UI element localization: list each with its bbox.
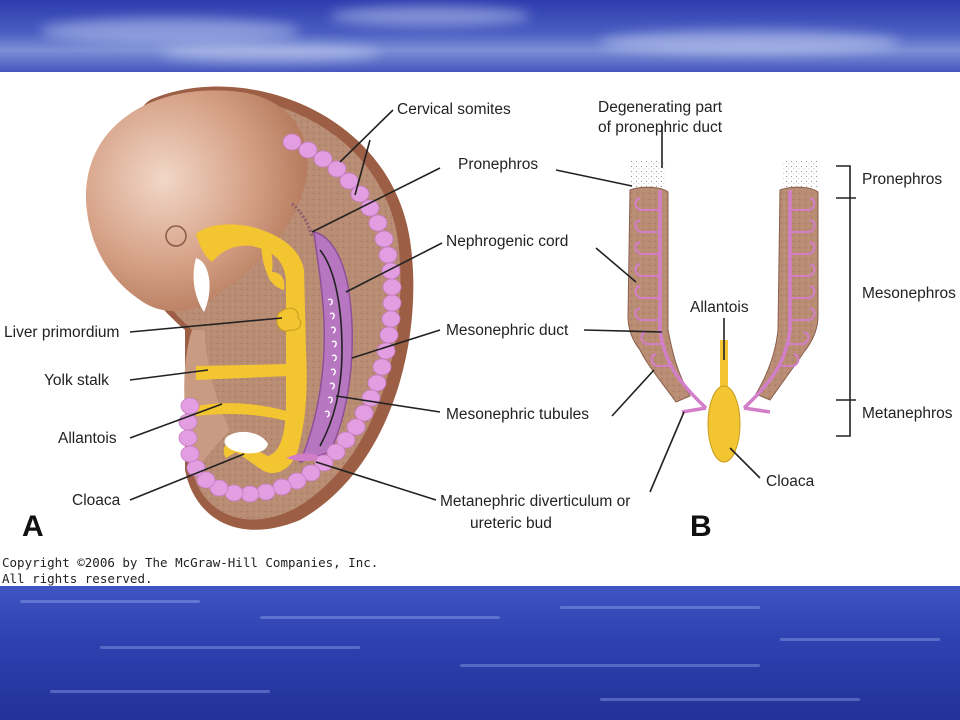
label-degenerating-part: Degenerating part	[598, 99, 723, 116]
liver-primordium-bud	[276, 307, 302, 332]
degenerating-duct-right	[782, 160, 818, 188]
somites	[178, 133, 402, 503]
otic-vesicle	[165, 225, 187, 247]
label-cervical-somites: Cervical somites	[397, 101, 511, 118]
figure-letter-a: A	[22, 510, 44, 543]
cloaca-b	[707, 385, 741, 463]
ureteric-bud-left	[681, 406, 707, 414]
label-mesonephric-duct: Mesonephric duct	[446, 322, 569, 339]
gut-tube	[196, 224, 307, 474]
label-nephrogenic-cord: Nephrogenic cord	[446, 233, 568, 250]
kidney-development-diagram: Cervical somites Pronephros Nephrogenic …	[2, 86, 956, 586]
mesonephric-tubules-b-right	[778, 197, 816, 367]
label-of-pronephric-duct: of pronephric duct	[598, 119, 723, 136]
sky-background	[0, 0, 960, 72]
yolk-stalk	[196, 364, 290, 380]
copyright-line-1: Copyright ©2006 by The McGraw-Hill Compa…	[2, 555, 378, 570]
embryo-head	[85, 90, 308, 312]
copyright-line-2: All rights reserved.	[2, 571, 153, 586]
label-metanephric-diverticulum: Metanephric diverticulum or	[440, 493, 630, 510]
cloaca-cavity	[224, 431, 268, 454]
label-metanephros: Metanephros	[862, 405, 953, 422]
mesonephric-tubules-a	[324, 298, 337, 418]
label-pronephros-a: Pronephros	[458, 156, 538, 173]
label-pronephros-b: Pronephros	[862, 171, 942, 188]
label-allantois-a: Allantois	[58, 430, 117, 447]
figure-panel: Cervical somites Pronephros Nephrogenic …	[0, 72, 960, 586]
label-mesonephric-tubules: Mesonephric tubules	[446, 406, 589, 423]
degenerating-duct-left	[630, 160, 666, 188]
label-cloaca-a: Cloaca	[72, 492, 121, 509]
figure-a-leader-lines	[129, 109, 443, 501]
water-background	[0, 586, 960, 720]
label-yolk-stalk: Yolk stalk	[44, 372, 109, 389]
embryo-illustration	[85, 86, 414, 530]
figure-letter-b: B	[690, 510, 712, 543]
figure-b-leader-lines	[555, 126, 856, 493]
right-mesonephric-ridge	[755, 186, 819, 401]
allantois-duct	[196, 403, 290, 422]
label-mesonephros: Mesonephros	[862, 285, 956, 302]
pronephros-remnant	[291, 202, 314, 237]
metanephric-bud	[286, 453, 322, 461]
urogenital-ridges-illustration	[627, 160, 819, 463]
label-liver-primordium: Liver primordium	[4, 324, 119, 341]
mesonephric-tubules-b-left	[634, 197, 672, 367]
label-cloaca-b: Cloaca	[766, 473, 815, 490]
allantois-b	[720, 340, 728, 392]
label-ureteric-bud: ureteric bud	[470, 515, 552, 532]
label-allantois-b: Allantois	[690, 299, 749, 316]
ureteric-bud-right	[743, 406, 771, 414]
